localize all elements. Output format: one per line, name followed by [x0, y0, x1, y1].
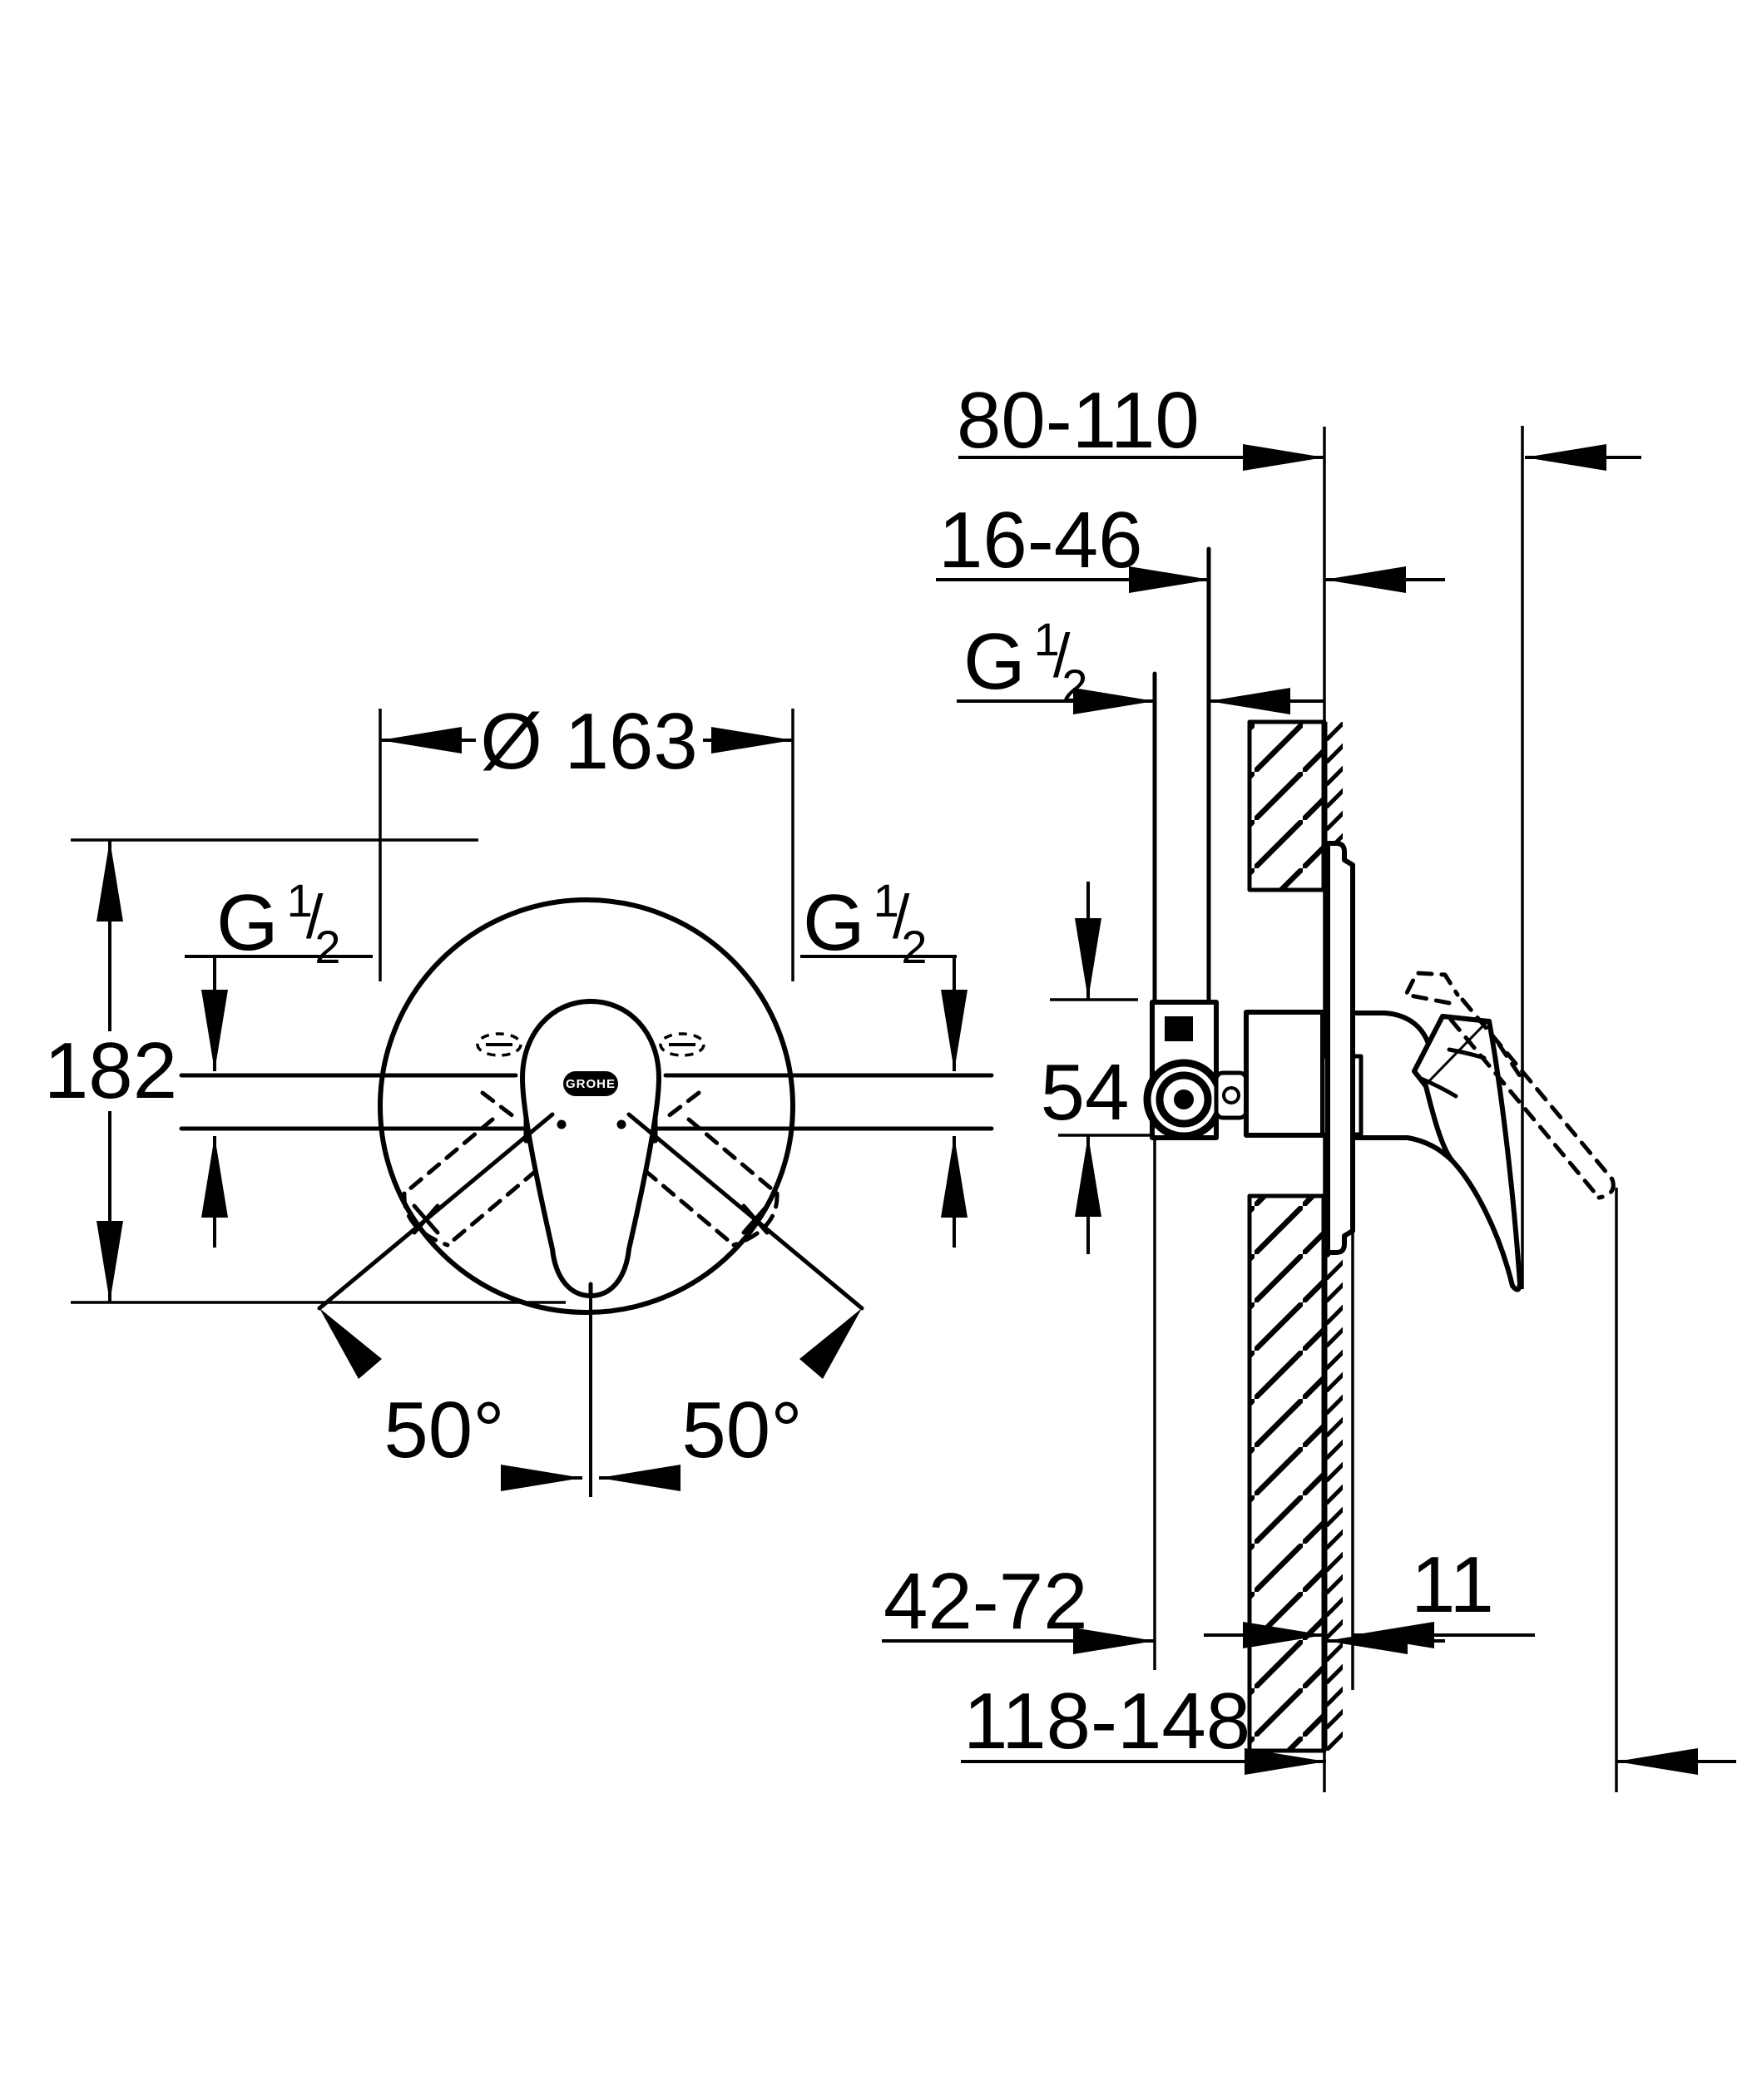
knurled-union-hub [1174, 1090, 1194, 1109]
dashed-lever-edge [402, 1117, 495, 1196]
dim-total-depth-118-148: 118-148 [961, 1677, 1736, 1775]
angle-ray-right [626, 1112, 864, 1311]
supply-pipe-lines [179, 1073, 994, 1131]
concealed-valve-body [1143, 1000, 1363, 1140]
angle-arrowhead-left [319, 1308, 382, 1379]
lever-outline [520, 999, 661, 1298]
dim-diameter-label: Ø 163 [480, 697, 698, 786]
lever-handle-front: GROHE [520, 999, 661, 1298]
dim-swing-angle: 50° 50° [317, 1112, 864, 1497]
dashed-blade-tip [1596, 1177, 1616, 1200]
cartridge-housing [1244, 1010, 1325, 1138]
dim-label: 11 [1411, 1540, 1494, 1629]
lever-screw-dot-right [616, 1119, 626, 1129]
dashed-blade-detail [1497, 1042, 1525, 1082]
dome-contour-lower [1417, 1075, 1458, 1099]
dashed-lever-tip [731, 1191, 779, 1248]
dim-rough-in-42-72: 42-72 [882, 1557, 1445, 1654]
dim-projection-80-110: 80-110 [957, 376, 1641, 471]
dim-label: 80-110 [957, 376, 1200, 465]
dim-wall-offset-16-46: 16-46 [936, 496, 1445, 593]
dashed-lever-tip [402, 1191, 450, 1248]
dashed-lever-edge [643, 1169, 736, 1248]
angle-label-right: 50° [681, 1386, 802, 1475]
dashed-lever-edge [445, 1169, 538, 1248]
bracket-clamp-block [1165, 1016, 1193, 1041]
dim-diameter: Ø 163 [379, 697, 794, 981]
screw-hole-right [659, 1032, 705, 1057]
dome-bottom-edge [1354, 1135, 1455, 1164]
handle-side [1354, 1010, 1522, 1292]
angle-label-left: 50° [384, 1386, 504, 1475]
brand-logo-text: GROHE [566, 1077, 616, 1091]
dim-height-182: 182 [44, 838, 566, 1304]
connector-nut [1214, 1070, 1249, 1120]
lever-screw-dot-left [557, 1119, 567, 1129]
dim-body-height-54: 54 [1041, 882, 1150, 1254]
dashed-blade-edge [1460, 997, 1615, 1182]
supply-stub [1152, 546, 1211, 1005]
dashed-blade-edge [1448, 1017, 1601, 1200]
brand-logo-badge [563, 1071, 618, 1096]
dim-label: 42-72 [883, 1557, 1088, 1646]
dashed-lever-edge [686, 1117, 779, 1196]
screw-hole-left [476, 1032, 522, 1057]
dashed-facet [1403, 971, 1460, 1006]
wall-lower-section [1247, 1193, 1343, 1753]
angle-ray-left [317, 1112, 555, 1311]
angle-arrowhead-right [799, 1308, 862, 1379]
handle-dashed-raised-position [1403, 971, 1616, 1200]
escutcheon-plate-front [378, 897, 795, 1315]
knurled-union-inner [1156, 1071, 1212, 1128]
wall-surface-ticks [1324, 1196, 1343, 1751]
dome-top-edge [1354, 1010, 1432, 1049]
wall-hatch [1250, 1196, 1324, 1751]
dashed-lever-shoulder [480, 1090, 520, 1122]
escutcheon-plate-side [1325, 841, 1355, 1255]
dim-label: 118-148 [963, 1677, 1250, 1766]
connector-detail [1222, 1086, 1240, 1104]
wall-hatch [1250, 722, 1324, 890]
dim-height-label: 182 [44, 1026, 177, 1115]
dim-plate-thickness-11: 11 [1204, 1540, 1535, 1648]
dashed-lever-shoulder [661, 1090, 701, 1122]
wall-edges [1247, 719, 1327, 892]
dim-label: 16-46 [938, 496, 1143, 585]
dim-label: 54 [1041, 1048, 1130, 1137]
lever-blade [1423, 1019, 1522, 1292]
